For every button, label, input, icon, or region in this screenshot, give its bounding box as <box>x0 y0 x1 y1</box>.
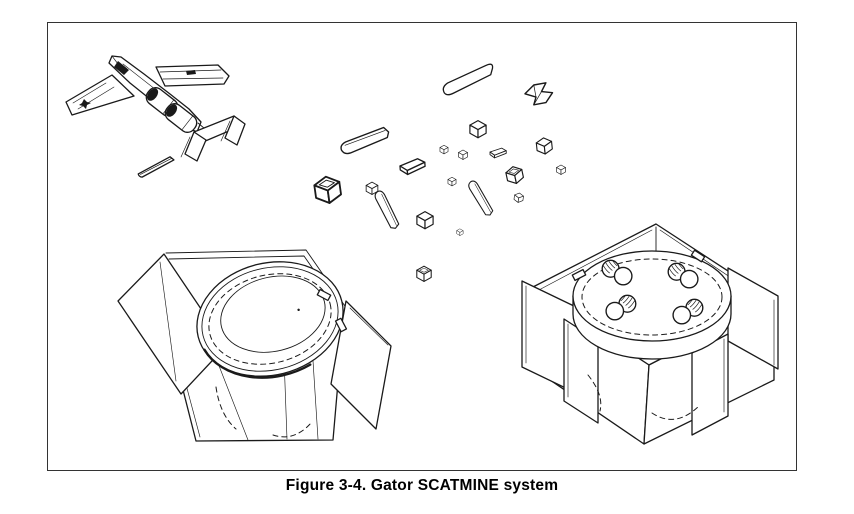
antipersonnel-mine-drawing <box>521 223 779 445</box>
debris-field <box>135 63 566 282</box>
antitank-mine-drawing <box>117 249 392 442</box>
figure-frame <box>47 22 797 471</box>
figure-caption: Figure 3-4. Gator SCATMINE system <box>285 477 559 494</box>
gator-illustration <box>65 55 779 445</box>
aircraft-drawing <box>65 55 246 162</box>
